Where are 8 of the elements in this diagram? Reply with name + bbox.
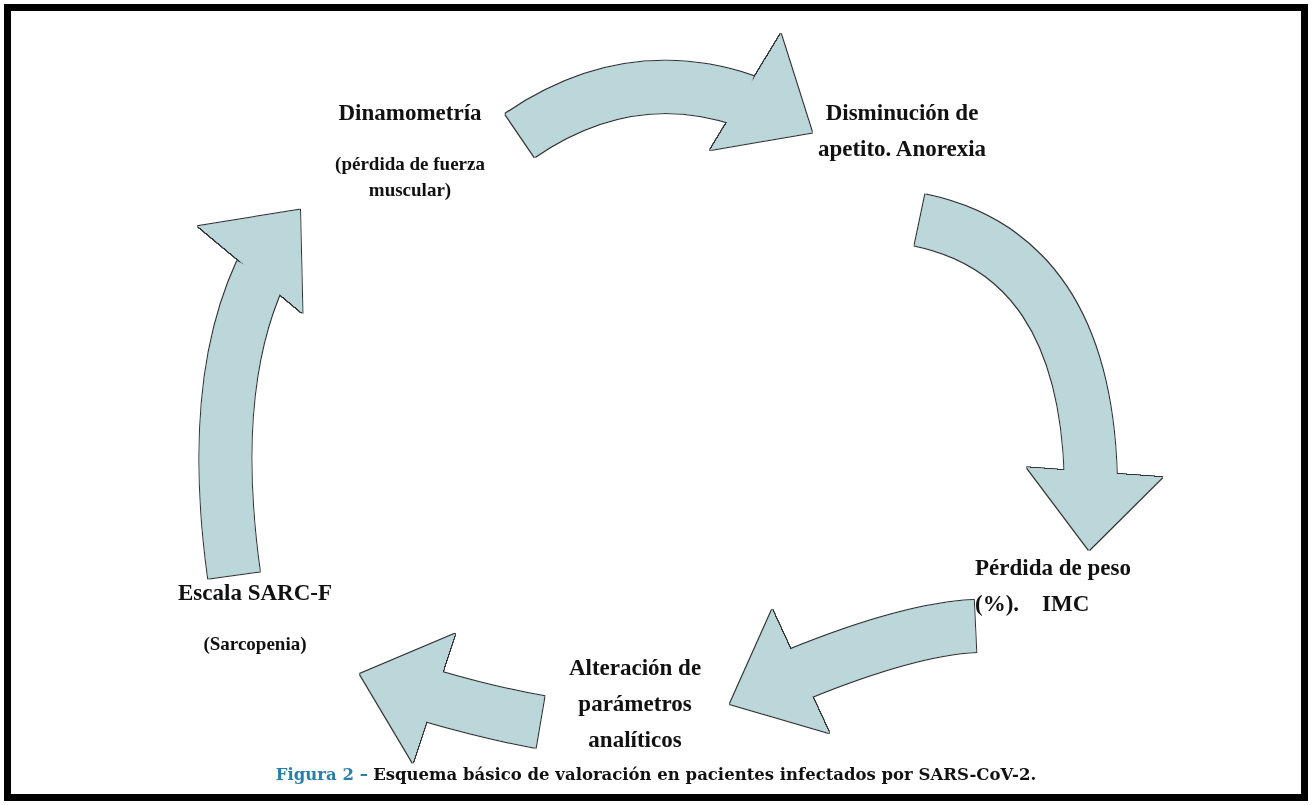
node-title: Disminución de apetito. Anorexia: [816, 99, 988, 163]
node-title: Pérdida de peso (%). IMC: [975, 554, 1132, 618]
node-subtitle: (Sarcopenia): [203, 632, 307, 656]
node-title: Escala SARC-F: [178, 579, 332, 607]
node-title: Alteración de parámetros analíticos: [567, 654, 703, 754]
node-title: Dinamometría: [338, 99, 482, 127]
node-subtitle: (pérdida de fuerza muscular): [334, 152, 486, 202]
figure-caption: Figura 2 – Esquema básico de valoración en pacientes infectados por SARS-CoV-2.: [274, 764, 1038, 786]
